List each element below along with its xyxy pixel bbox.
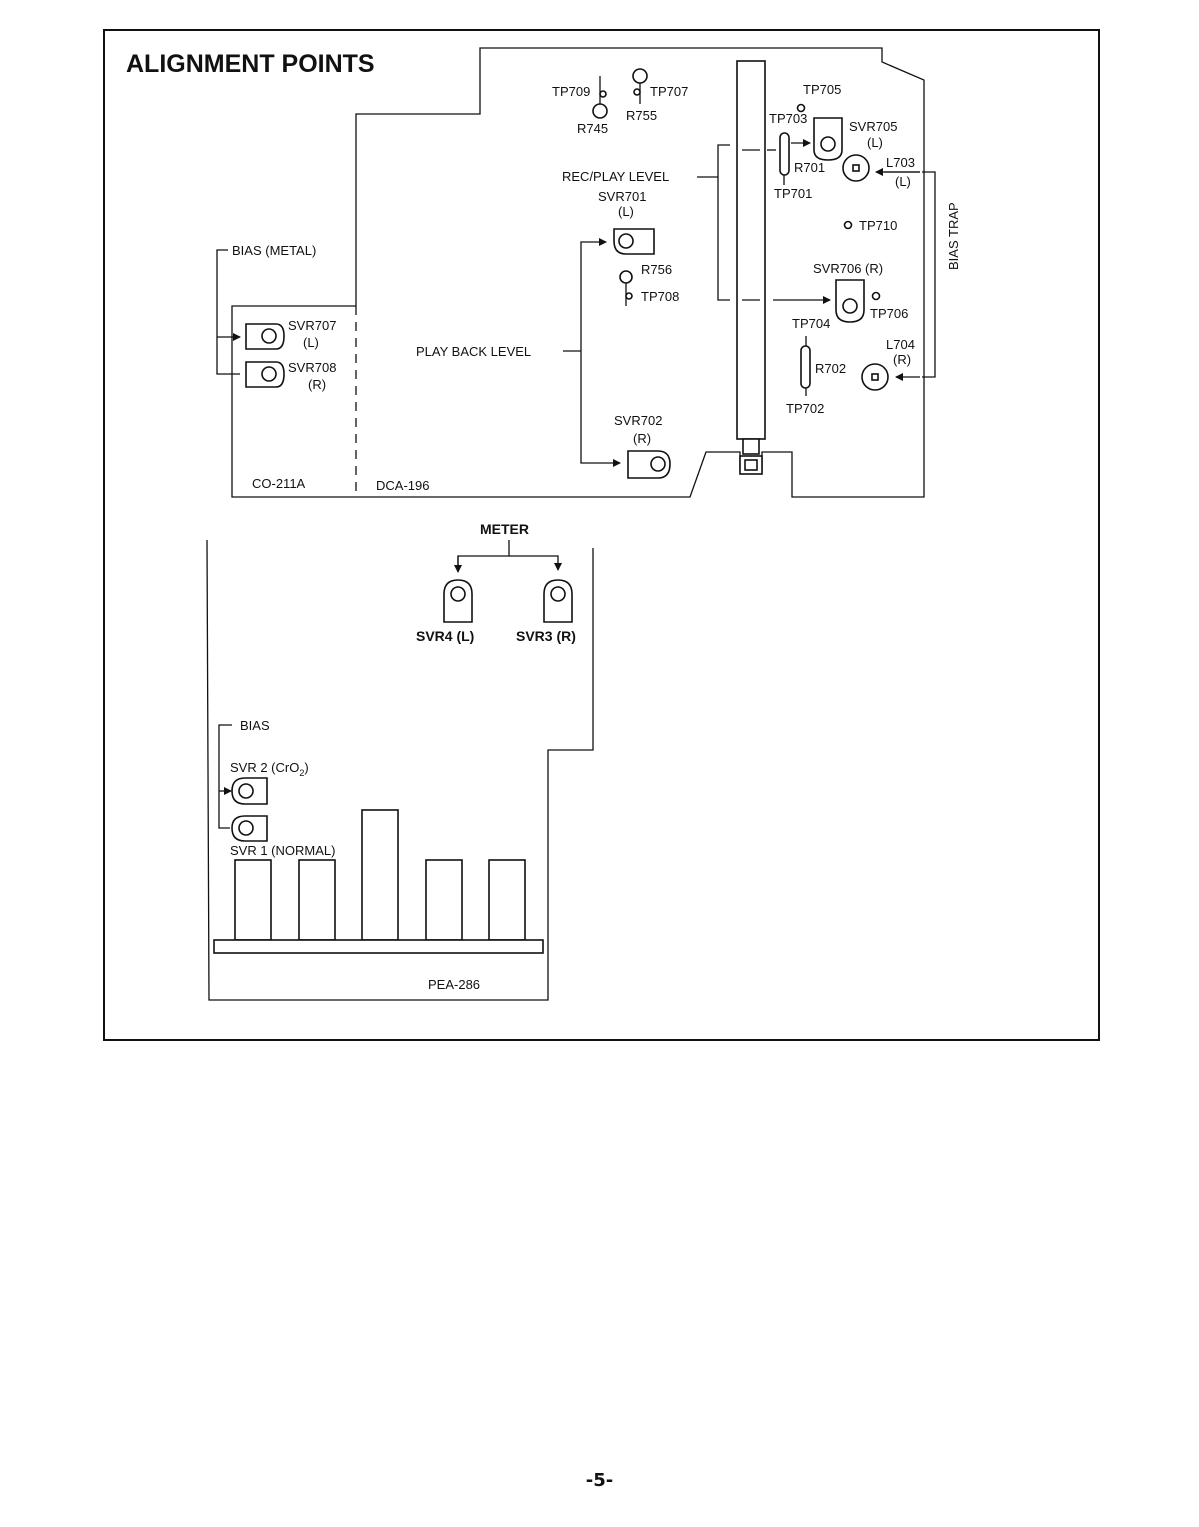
svr707-trimmer-screw[interactable] xyxy=(261,328,277,344)
tp706-label: TP706 xyxy=(870,306,908,321)
slider-base xyxy=(742,438,760,455)
key-button-4 xyxy=(425,859,463,941)
svr708-label: SVR708 xyxy=(288,360,336,375)
r755-resistor xyxy=(632,68,648,84)
svr701-channel: (L) xyxy=(618,204,634,219)
r702-label: R702 xyxy=(815,361,846,376)
bias-metal-label: BIAS (METAL) xyxy=(232,243,316,258)
key-button-3 xyxy=(361,809,399,941)
svr702-label: SVR702 xyxy=(614,413,662,428)
page-number: -5- xyxy=(585,1470,614,1491)
svr4-trimmer-screw[interactable] xyxy=(450,586,466,602)
svr705-trimmer-screw[interactable] xyxy=(820,136,836,152)
tp703-label: TP703 xyxy=(769,111,807,126)
rec-play-level-bracket xyxy=(717,144,730,301)
svr1-trimmer-screw[interactable] xyxy=(238,820,254,836)
svr705-channel: (L) xyxy=(867,135,883,150)
svr706-trimmer-screw[interactable] xyxy=(842,298,858,314)
svr1-label: SVR 1 (NORMAL) xyxy=(230,843,335,858)
tp707-point[interactable] xyxy=(633,88,641,96)
r756-label: R756 xyxy=(641,262,672,277)
l704-label: L704 xyxy=(886,337,915,352)
tp704-label: TP704 xyxy=(792,316,830,331)
dca-board-label: DCA-196 xyxy=(376,478,429,493)
key-rail xyxy=(213,939,544,954)
svr4-label: SVR4 (L) xyxy=(416,628,474,644)
tp702-label: TP702 xyxy=(786,401,824,416)
tp701-label: TP701 xyxy=(774,186,812,201)
r745-label: R745 xyxy=(577,121,608,136)
svr708-channel: (R) xyxy=(308,377,326,392)
r756-resistor xyxy=(619,270,633,284)
rec-play-level-label: REC/PLAY LEVEL xyxy=(562,169,669,184)
meter-label: METER xyxy=(480,521,529,537)
svr3-label: SVR3 (R) xyxy=(516,628,576,644)
key-button-2 xyxy=(298,859,336,941)
dca-board-outline xyxy=(355,47,925,498)
svr705-label: SVR705 xyxy=(849,119,897,134)
play-back-arrow-svr702 xyxy=(580,351,621,467)
svr708-trimmer-screw[interactable] xyxy=(261,366,277,382)
r701-label: R701 xyxy=(794,160,825,175)
tp705-point[interactable] xyxy=(796,103,806,113)
tp709-point[interactable] xyxy=(599,90,607,98)
co-board-outline xyxy=(231,305,356,498)
svr701-label: SVR701 xyxy=(598,189,646,204)
l703-label: L703 xyxy=(886,155,915,170)
svr702-trimmer-screw[interactable] xyxy=(650,456,666,472)
tp710-point[interactable] xyxy=(843,220,853,230)
tp708-label: TP708 xyxy=(641,289,679,304)
tp710-label: TP710 xyxy=(859,218,897,233)
l703-coil-core[interactable] xyxy=(852,164,860,172)
meter-bracket-right xyxy=(509,555,562,571)
bias-bracket xyxy=(218,724,232,829)
svr707-label: SVR707 xyxy=(288,318,336,333)
r745-resistor xyxy=(592,103,608,119)
l704-coil-core[interactable] xyxy=(871,373,879,381)
key-button-5 xyxy=(488,859,526,941)
svr701-trimmer-screw[interactable] xyxy=(618,233,634,249)
meter-bracket xyxy=(457,540,510,570)
svr707-channel: (L) xyxy=(303,335,319,350)
tp709-label: TP709 xyxy=(552,84,590,99)
bias-label: BIAS xyxy=(240,718,270,733)
svr3-trimmer-screw[interactable] xyxy=(550,586,566,602)
r701-resistor xyxy=(779,132,790,176)
r702-resistor xyxy=(800,345,811,389)
pea-board-label: PEA-286 xyxy=(428,977,480,992)
play-back-level-label: PLAY BACK LEVEL xyxy=(416,344,531,359)
svr2-trimmer-screw[interactable] xyxy=(238,783,254,799)
r755-label: R755 xyxy=(626,108,657,123)
co-board-label: CO-211A xyxy=(252,476,306,491)
outer-frame xyxy=(103,29,1100,1041)
svr706-label: SVR706 (R) xyxy=(813,261,883,276)
play-back-arrow-svr701 xyxy=(580,238,607,351)
svr702-channel: (R) xyxy=(633,431,651,446)
bias-trap-bracket xyxy=(922,171,936,378)
tp708-point[interactable] xyxy=(625,292,633,300)
tp706-point[interactable] xyxy=(871,291,881,301)
slider-knob-inner xyxy=(744,459,758,471)
tp707-label: TP707 xyxy=(650,84,688,99)
svr2-label: SVR 2 (CrO2) xyxy=(230,760,309,778)
pea-board-outline xyxy=(206,539,594,1001)
bias-trap-label: BIAS TRAP xyxy=(946,202,961,270)
bias-metal-bracket xyxy=(216,249,240,375)
slider-body xyxy=(736,60,766,440)
l704-channel: (R) xyxy=(893,352,911,367)
key-button-1 xyxy=(234,859,272,941)
tp705-label: TP705 xyxy=(803,82,841,97)
page-title: ALIGNMENT POINTS xyxy=(126,50,375,78)
l703-channel: (L) xyxy=(895,174,911,189)
